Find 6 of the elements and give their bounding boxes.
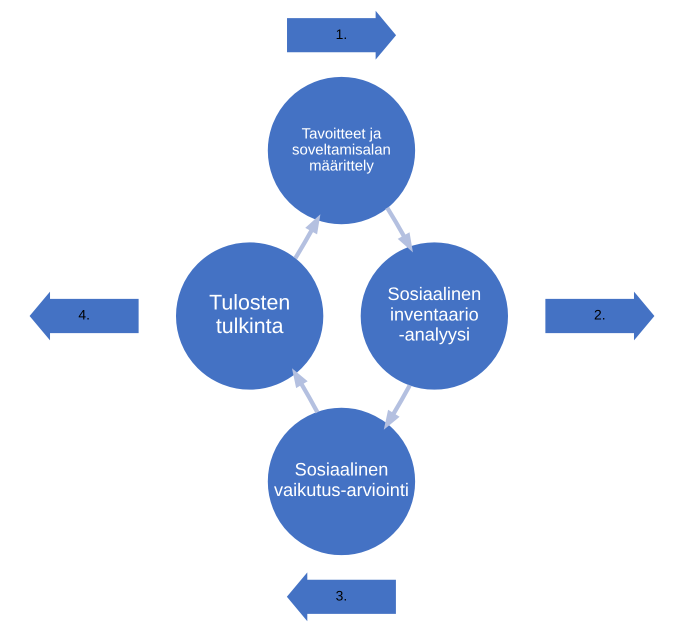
arrow (292, 214, 320, 260)
arrow (383, 384, 412, 430)
arrow (291, 368, 319, 414)
arrow (384, 206, 412, 252)
node-circle: Tavoitteet ja soveltamisalan määrittely (267, 76, 415, 224)
node-circle: Sosiaalinen inventaario -analyysi (360, 242, 508, 390)
